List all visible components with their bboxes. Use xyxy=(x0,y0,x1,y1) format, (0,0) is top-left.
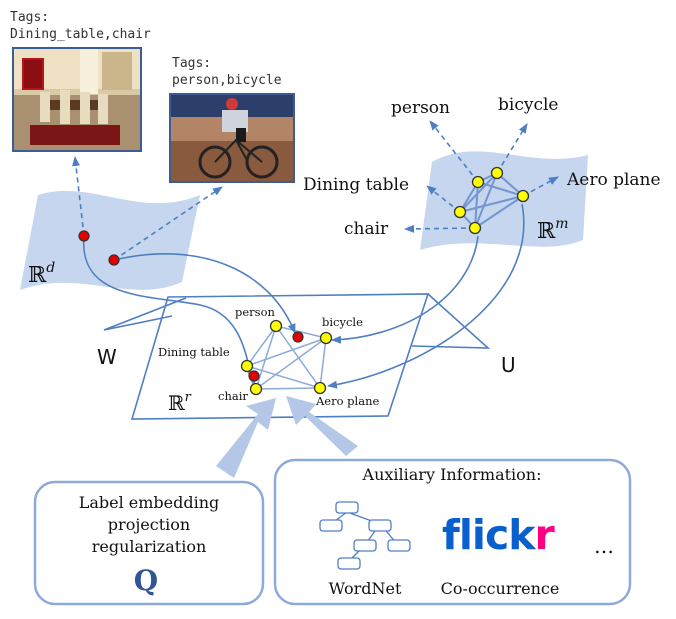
regularization-box xyxy=(33,480,265,606)
embed-node-person xyxy=(269,319,283,333)
photo-dashed-arrows xyxy=(72,156,223,261)
label-node-chair xyxy=(468,221,482,235)
auxiliary-title: Auxiliary Information: xyxy=(362,465,542,484)
w-projection-label: W xyxy=(97,345,117,369)
regularization-thick-arrow xyxy=(216,398,276,478)
image1-tags-heading: Tags: xyxy=(10,10,49,25)
regularization-q-symbol: Q xyxy=(134,564,158,597)
embed-text-dining-table: Dining table xyxy=(158,345,230,359)
embed-node-bicycle xyxy=(319,331,333,345)
label-space-dashed-arrows xyxy=(404,120,559,233)
label-node-bicycle xyxy=(490,166,504,180)
regularization-line2: projection xyxy=(108,515,190,534)
regularization-line3: regularization xyxy=(92,537,207,556)
regularization-line1: Label embedding xyxy=(79,493,220,512)
feature-point-cyclist-image xyxy=(108,254,120,266)
input-space-symbol: ℝd xyxy=(28,260,55,288)
more-sources-ellipsis: … xyxy=(594,534,614,558)
label-space-text-bicycle: bicycle xyxy=(498,95,558,115)
w-projection-wedge xyxy=(103,297,187,331)
label-space-text-chair: chair xyxy=(344,219,389,239)
wordnet-tree-icon xyxy=(319,501,411,570)
embed-text-aero-plane: Aero plane xyxy=(315,394,379,408)
label-space-text-dining-table: Dining table xyxy=(303,175,409,195)
auxiliary-thick-arrow xyxy=(286,396,358,456)
label-node-dining-table xyxy=(453,205,467,219)
flickr-logo: flickr xyxy=(442,511,556,559)
label-node-aero-plane xyxy=(516,189,530,203)
label-space-nodes xyxy=(453,166,530,235)
mapping-curves xyxy=(83,203,525,389)
label-node-person xyxy=(471,175,485,189)
input-feature-plane xyxy=(20,190,200,290)
embed-node-aero-plane xyxy=(313,381,327,395)
embed-text-bicycle: bicycle xyxy=(322,315,363,329)
embedded-point-cyclist xyxy=(292,331,304,343)
embedded-point-dining xyxy=(248,370,260,382)
u-projection-label: U xyxy=(501,353,516,377)
embedding-graph-edges xyxy=(246,325,327,390)
feature-point-dining-image xyxy=(78,230,90,242)
auxiliary-info-box xyxy=(273,458,632,606)
cyclist-photo xyxy=(169,93,295,183)
image2-tags-value: person,bicycle xyxy=(172,73,282,88)
wordnet-label: WordNet xyxy=(329,579,402,598)
label-space-text-aero-plane: Aero plane xyxy=(566,170,661,190)
dining-room-photo xyxy=(12,47,142,152)
embedding-nodes xyxy=(240,319,333,396)
embedding-space-symbol: ℝr xyxy=(168,390,192,415)
image1-tags-value: Dining_table,chair xyxy=(10,27,151,42)
embed-text-chair: chair xyxy=(218,389,248,403)
cooccurrence-label: Co-occurrence xyxy=(441,579,560,598)
embedding-space-plane xyxy=(130,293,430,420)
embed-node-dining-table xyxy=(240,359,254,373)
label-space-symbol: ℝm xyxy=(537,216,569,244)
embed-node-chair xyxy=(249,382,263,396)
label-space-text-person: person xyxy=(391,98,450,118)
image2-tags-heading: Tags: xyxy=(172,56,211,71)
embed-text-person: person xyxy=(235,305,275,319)
